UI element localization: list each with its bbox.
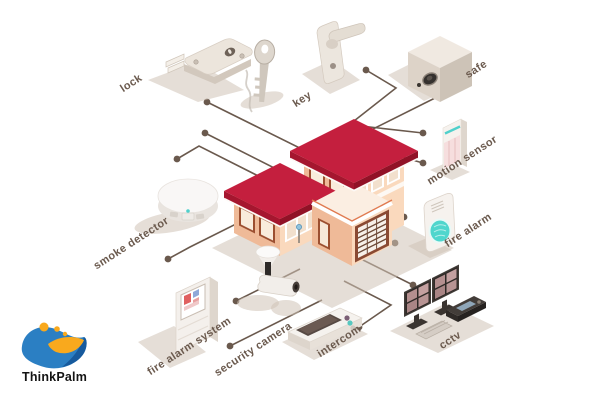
chimney-smoke [245, 69, 253, 113]
smoke-detector-label: smoke detector [92, 215, 172, 273]
thinkpalm-wordmark: ThinkPalm [22, 370, 87, 384]
key-label: key [291, 89, 314, 110]
lock-label: lock [118, 72, 145, 95]
yard-lamp [295, 223, 302, 230]
intercom-illustration [287, 307, 363, 350]
garage-door [355, 209, 389, 263]
lock-illustration [165, 38, 253, 84]
door-handle-illustration [316, 21, 366, 84]
key-illustration [253, 39, 276, 103]
fire-alarm-illustration [423, 193, 456, 252]
logo-crescent [48, 336, 84, 354]
thinkpalm-logo: ThinkPalm [21, 322, 87, 384]
safe-illustration [408, 36, 472, 102]
house-illustration [223, 69, 419, 266]
smoke-detector-illustration [157, 178, 219, 222]
fire-alarm-system-illustration [175, 276, 218, 354]
motion-sensor-illustration [442, 118, 467, 174]
cctv-illustration [404, 264, 486, 340]
security-camera-illustration [255, 245, 300, 297]
